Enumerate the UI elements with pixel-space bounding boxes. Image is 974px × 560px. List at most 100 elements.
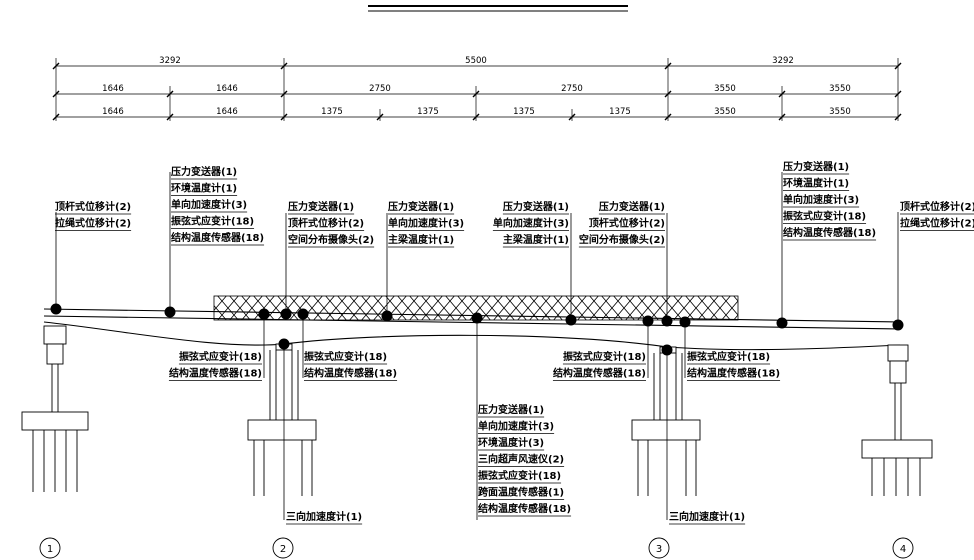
pier-labels: 1 2 3 4 xyxy=(39,537,914,559)
sensor-label: 结构温度传感器(18) xyxy=(783,226,876,239)
sensor-label: 振弦式应变计(18) xyxy=(304,350,387,363)
sensor-dot xyxy=(892,319,904,331)
sensor-label: 压力变送器(1) xyxy=(478,403,544,416)
sensor-layer: 顶杆式位移计(2) 拉绳式位移计(2) 压力变送器(1) 环境温度计(1) 单向加速度计… xyxy=(50,160,974,525)
sensor-label: 压力变送器(1) xyxy=(503,200,569,213)
sensor-label: 压力变送器(1) xyxy=(171,165,237,178)
sensor-group-13: 压力变送器(1) 单向加速度计(3) 环境温度计(3) 三向超声风速仪(2) 振弦式应变… xyxy=(471,312,572,517)
sensor-label: 顶杆式位移计(2) xyxy=(288,217,364,230)
dim-r1-2: 3292 xyxy=(772,56,794,66)
sensor-label: 振弦式应变计(18) xyxy=(687,350,770,363)
sensor-label: 三向加速度计(1) xyxy=(286,510,362,523)
sensor-label: 结构温度传感器(18) xyxy=(169,367,262,380)
sensor-label: 振弦式应变计(18) xyxy=(171,215,254,228)
dim-r3-3: 1375 xyxy=(417,107,439,117)
sensor-label: 单向加速度计(3) xyxy=(388,217,464,230)
sensor-dot xyxy=(776,317,788,329)
dim-r1-0: 3292 xyxy=(159,56,181,66)
sensor-dot xyxy=(280,308,292,320)
sensor-label: 主梁温度计(1) xyxy=(388,233,454,246)
sensor-label: 振弦式应变计(18) xyxy=(563,350,646,363)
sensor-group-2: 压力变送器(1)环境温度计(1)单向加速度计(3)振弦式应变计(18)结构温度传… xyxy=(164,165,265,318)
sensor-label: 结构温度传感器(18) xyxy=(304,367,397,380)
sensor-label: 结构温度传感器(18) xyxy=(171,231,264,244)
sensor-group-7: 压力变送器(1)环境温度计(1)单向加速度计(3)振弦式应变计(18)结构温度传… xyxy=(776,160,877,329)
pier-4 xyxy=(861,344,933,496)
sensor-label: 振弦式应变计(18) xyxy=(478,469,561,482)
sensor-label: 环境温度计(1) xyxy=(171,182,237,195)
sensor-label: 单向加速度计(3) xyxy=(493,217,569,230)
dim-r3-0: 1646 xyxy=(102,107,124,117)
pier-label-4: 4 xyxy=(900,544,906,555)
sensor-dot xyxy=(661,344,673,356)
pier-label-3: 3 xyxy=(656,544,662,555)
sensor-label: 环境温度计(1) xyxy=(783,177,849,190)
title-bar xyxy=(368,5,628,12)
sensor-label: 环境温度计(3) xyxy=(478,436,544,449)
dim-r1-1: 5500 xyxy=(465,56,487,66)
dim-r2-2: 2750 xyxy=(369,84,391,94)
sensor-dot xyxy=(471,312,483,324)
dim-r2-5: 3550 xyxy=(829,84,851,94)
sensor-label: 跨面温度传感器(1) xyxy=(478,486,564,499)
sensor-label: 振弦式应变计(18) xyxy=(179,350,262,363)
sensor-label: 压力变送器(1) xyxy=(599,200,665,213)
sensor-label: 结构温度传感器(18) xyxy=(687,367,780,380)
sensor-label: 压力变送器(1) xyxy=(388,200,454,213)
sensor-group-14: 三向加速度计(1) xyxy=(278,338,363,525)
sensor-dot xyxy=(381,310,393,322)
sensor-group-3: 压力变送器(1) 顶杆式位移计(2) 空间分布摄像头(2) xyxy=(280,200,375,320)
sensor-label: 主梁温度计(1) xyxy=(503,233,569,246)
sensor-group-8: 顶杆式位移计(2)拉绳式位移计(2) xyxy=(892,200,974,331)
sensor-dot xyxy=(661,315,673,327)
girder xyxy=(43,308,901,351)
sensor-group-11: 振弦式应变计(18) 结构温度传感器(18) xyxy=(552,315,654,381)
sensor-dot xyxy=(297,308,309,320)
sensor-dot xyxy=(565,314,577,326)
sensor-label: 三向超声风速仪(2) xyxy=(478,453,564,466)
sensor-label: 拉绳式位移计(2) xyxy=(900,217,974,230)
dimension-texts: 3292 5500 3292 1646 1646 2750 2750 3550 … xyxy=(102,56,851,117)
sensor-dot xyxy=(679,316,691,328)
sensor-group-12: 振弦式应变计(18) 结构温度传感器(18) xyxy=(679,316,781,381)
dim-r3-2: 1375 xyxy=(321,107,343,117)
sensor-group-1: 顶杆式位移计(2) 拉绳式位移计(2) xyxy=(50,200,132,315)
sensor-group-4: 压力变送器(1) 单向加速度计(3) 主梁温度计(1) xyxy=(381,200,465,322)
sensor-dot xyxy=(50,303,62,315)
dim-r3-6: 3550 xyxy=(714,107,736,117)
dim-r3-7: 3550 xyxy=(829,107,851,117)
sensor-group-6: 压力变送器(1) 顶杆式位移计(2) 空间分布摄像头(2) xyxy=(578,200,673,327)
sensor-group-15: 三向加速度计(1) xyxy=(661,344,746,525)
sensor-label: 拉绳式位移计(2) xyxy=(55,217,131,230)
sensor-dot xyxy=(258,308,270,320)
dim-r3-1: 1646 xyxy=(216,107,238,117)
dimension-ticks xyxy=(52,62,902,121)
sensor-label: 顶杆式位移计(2) xyxy=(55,200,131,213)
sensor-label: 顶杆式位移计(2) xyxy=(589,217,665,230)
dimension-lines xyxy=(55,58,899,121)
sensor-label: 结构温度传感器(18) xyxy=(553,367,646,380)
sensor-label: 空间分布摄像头(2) xyxy=(288,233,374,246)
sensor-label: 三向加速度计(1) xyxy=(669,510,745,523)
sensor-dot xyxy=(278,338,290,350)
sensor-label: 结构温度传感器(18) xyxy=(478,502,571,515)
pier-label-2: 2 xyxy=(280,544,286,555)
pier-label-1: 1 xyxy=(47,544,53,555)
dim-r2-4: 3550 xyxy=(714,84,736,94)
sensor-group-9: 振弦式应变计(18) 结构温度传感器(18) xyxy=(168,308,270,381)
sensor-group-5: 压力变送器(1) 单向加速度计(3) 主梁温度计(1) xyxy=(492,200,577,326)
sensor-label: 压力变送器(1) xyxy=(288,200,354,213)
leader-lines xyxy=(55,172,899,520)
sensor-label: 压力变送器(1) xyxy=(783,160,849,173)
sensor-group-10: 振弦式应变计(18) 结构温度传感器(18) xyxy=(297,308,398,381)
sensor-label: 振弦式应变计(18) xyxy=(783,210,866,223)
sensor-label: 单向加速度计(3) xyxy=(478,420,554,433)
pier-1 xyxy=(21,325,89,492)
dim-r3-4: 1375 xyxy=(513,107,535,117)
dim-r3-5: 1375 xyxy=(609,107,631,117)
sensor-label: 空间分布摄像头(2) xyxy=(579,233,665,246)
dim-r2-0: 1646 xyxy=(102,84,124,94)
pier-2 xyxy=(247,343,317,496)
sensor-dot xyxy=(164,306,176,318)
